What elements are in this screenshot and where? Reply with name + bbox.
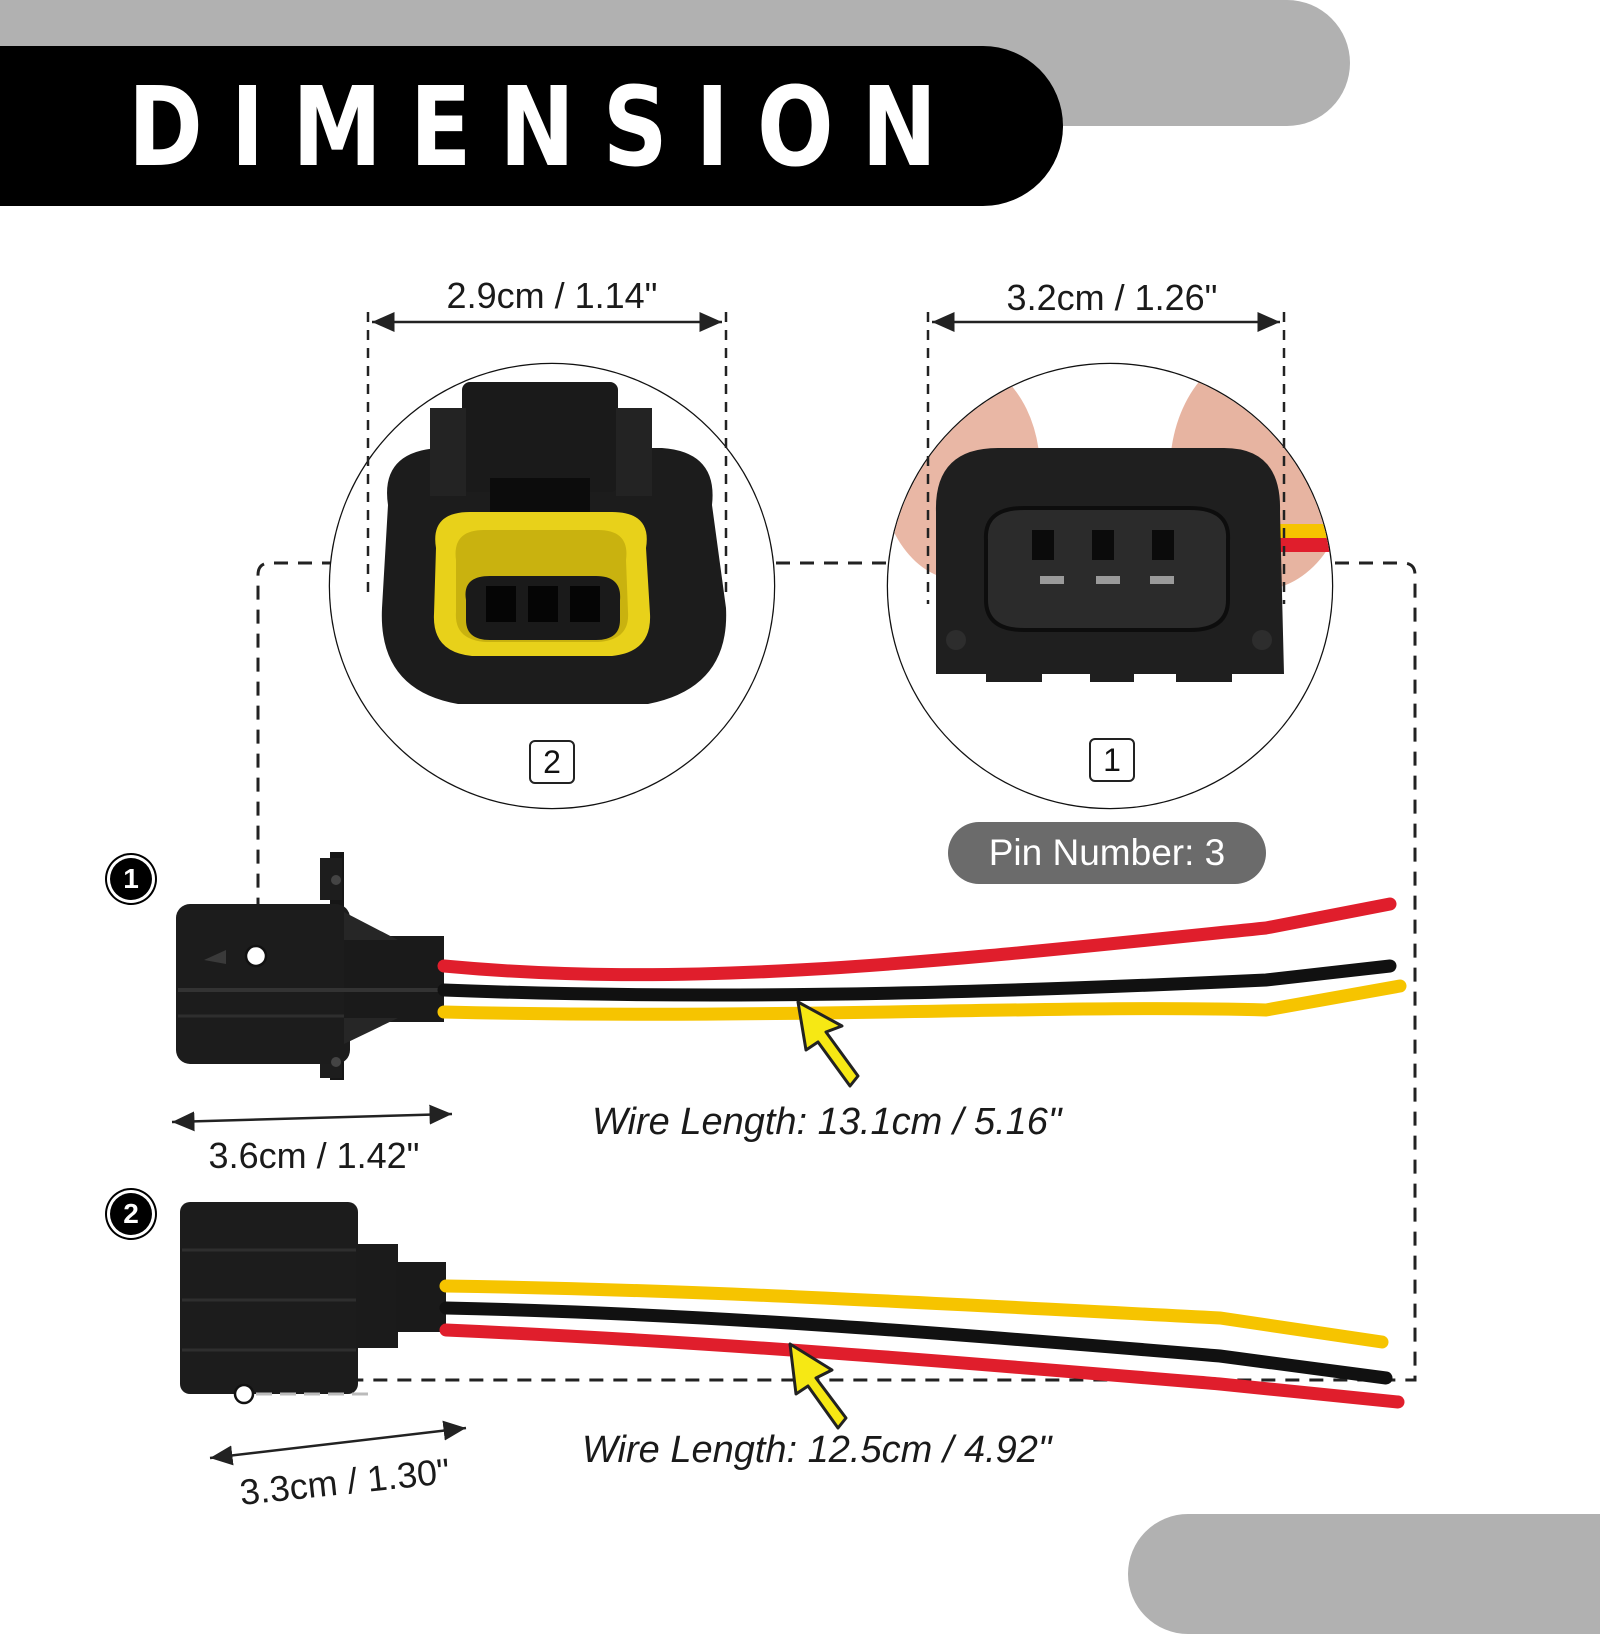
detail-badge-2: 2 bbox=[529, 740, 575, 784]
detail-circle-2 bbox=[328, 362, 776, 810]
detail-circle-1 bbox=[886, 362, 1334, 810]
detail-dimension-lines bbox=[366, 312, 1286, 604]
wire-pointer-arrow-1 bbox=[796, 1000, 860, 1088]
connector-2-length-label: 3.3cm / 1.30" bbox=[238, 1450, 452, 1513]
connector-badge-2: 2 bbox=[110, 1193, 152, 1235]
connector-2 bbox=[180, 1202, 446, 1394]
connector-1-wires bbox=[437, 897, 1407, 1021]
dashed-connection-lines bbox=[248, 561, 1417, 1382]
detail-2-width-label: 2.9cm / 1.14" bbox=[447, 275, 658, 316]
page-title: DIMENSION bbox=[128, 63, 965, 191]
connector-2-wires bbox=[439, 1279, 1405, 1409]
connector-2-reference-dot bbox=[233, 1383, 255, 1405]
wire-pointer-arrow-2 bbox=[788, 1342, 848, 1430]
detail-1-width-label: 3.2cm / 1.26" bbox=[1007, 277, 1218, 318]
wire-length-label-1: Wire Length: 13.1cm / 5.16" bbox=[592, 1101, 1063, 1143]
connector-1-reference-dot bbox=[244, 944, 268, 968]
connector-1-length-label: 3.6cm / 1.42" bbox=[209, 1135, 420, 1176]
connector-1 bbox=[176, 852, 444, 1080]
wire-length-label-2: Wire Length: 12.5cm / 4.92" bbox=[582, 1429, 1053, 1471]
connector-badge-1: 1 bbox=[110, 858, 152, 900]
detail-badge-1: 1 bbox=[1089, 738, 1135, 782]
connector-dimension-lines bbox=[171, 1104, 467, 1466]
dimension-diagram: 2.9cm / 1.14" 3.2cm / 1.26" bbox=[171, 275, 1417, 1513]
header-black-band bbox=[0, 46, 1063, 206]
pin-number-badge: Pin Number: 3 bbox=[948, 822, 1266, 884]
